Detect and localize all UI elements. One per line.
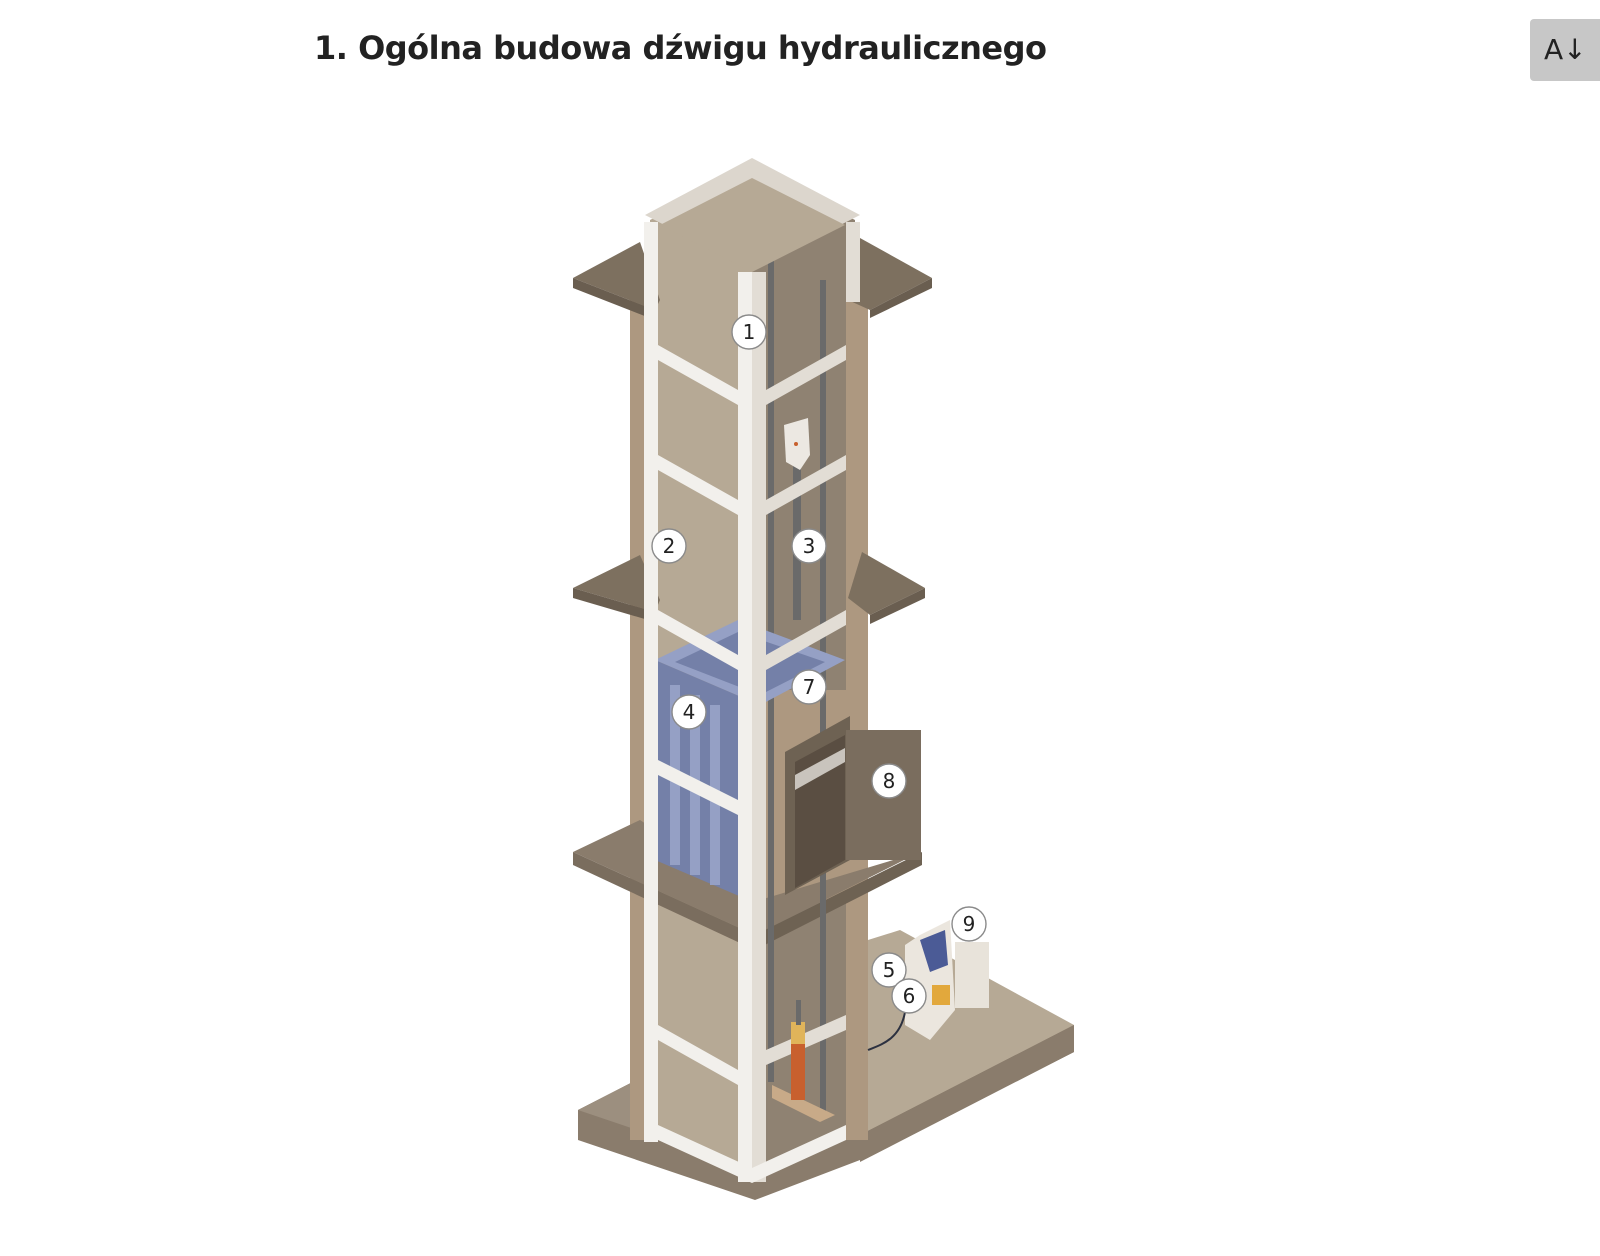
accessibility-button[interactable]: A↓ bbox=[1530, 19, 1600, 81]
marker-3[interactable]: 3 bbox=[791, 528, 827, 564]
accessibility-button-label: A↓ bbox=[1544, 33, 1587, 66]
marker-4[interactable]: 4 bbox=[671, 694, 707, 730]
marker-8[interactable]: 8 bbox=[871, 763, 907, 799]
svg-text:6: 6 bbox=[903, 984, 916, 1008]
marker-7[interactable]: 7 bbox=[791, 669, 827, 705]
marker-5[interactable]: 5 bbox=[871, 952, 907, 988]
floor-slab-middle bbox=[573, 552, 925, 624]
marker-9[interactable]: 9 bbox=[951, 906, 987, 942]
svg-text:5: 5 bbox=[883, 958, 896, 982]
landing-door bbox=[785, 716, 921, 895]
control-cabinet bbox=[867, 920, 989, 1051]
page-title: 1. Ogólna budowa dźwigu hydraulicznego bbox=[314, 29, 1047, 68]
floor-slab-top bbox=[573, 238, 932, 320]
svg-text:7: 7 bbox=[803, 675, 816, 699]
marker-2[interactable]: 2 bbox=[651, 528, 687, 564]
marker-6[interactable]: 6 bbox=[891, 978, 927, 1014]
pulley bbox=[784, 418, 810, 470]
shaft-frame bbox=[644, 158, 860, 1183]
svg-text:2: 2 bbox=[663, 534, 676, 558]
svg-text:1: 1 bbox=[743, 320, 756, 344]
marker-1[interactable]: 1 bbox=[731, 314, 767, 350]
svg-text:4: 4 bbox=[683, 700, 696, 724]
hydraulic-piston bbox=[772, 1000, 835, 1122]
svg-text:8: 8 bbox=[883, 769, 896, 793]
svg-text:3: 3 bbox=[803, 534, 816, 558]
svg-text:9: 9 bbox=[963, 912, 976, 936]
